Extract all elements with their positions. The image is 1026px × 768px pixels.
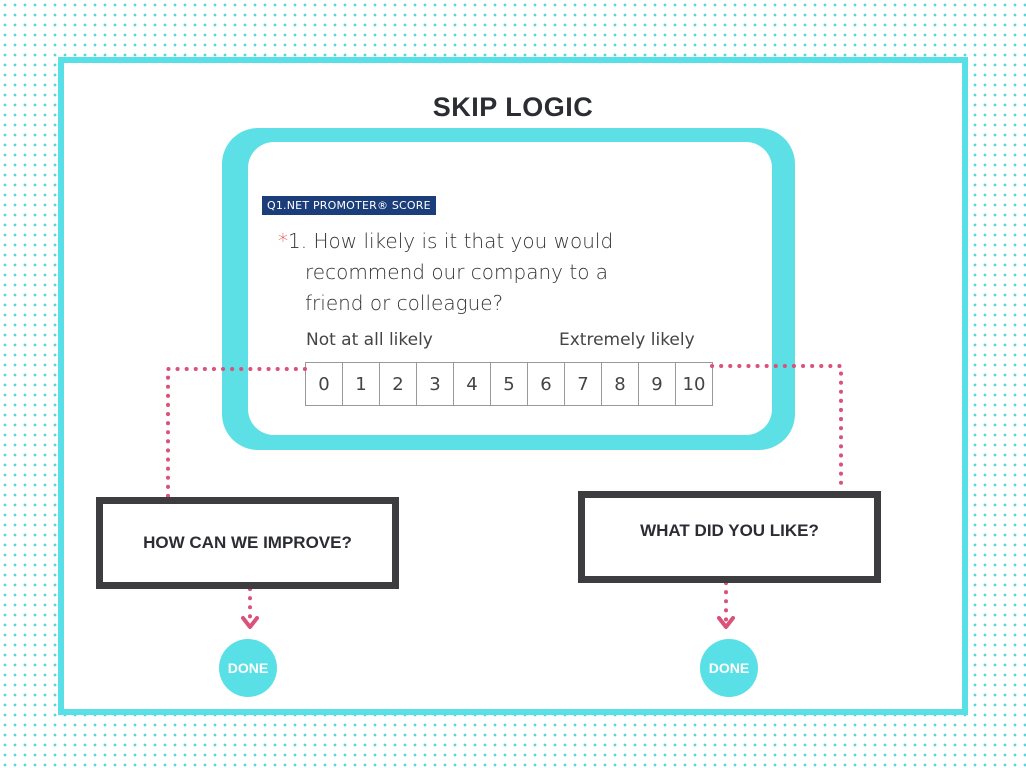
scale-option-7[interactable]: 7 [564, 362, 602, 406]
question-line-3: friend or colleague? [305, 291, 504, 315]
question-number: 1. [288, 229, 308, 253]
question-badge: Q1.NET PROMOTER® SCORE [262, 196, 436, 215]
scale-high-label: Extremely likely [559, 330, 695, 350]
liked-branch-box: WHAT DID YOU LIKE? [578, 491, 881, 583]
scale-option-9[interactable]: 9 [638, 362, 676, 406]
done-node-right: DONE [700, 639, 758, 697]
scale-option-3[interactable]: 3 [416, 362, 454, 406]
diagram-title: SKIP LOGIC [432, 92, 594, 122]
scale-option-5[interactable]: 5 [490, 362, 528, 406]
scale-low-label: Not at all likely [306, 330, 433, 350]
required-marker: * [278, 229, 288, 253]
question-line-2: recommend our company to a [305, 260, 609, 284]
scale-option-6[interactable]: 6 [527, 362, 565, 406]
improve-branch-box: HOW CAN WE IMPROVE? [96, 497, 399, 589]
scale-option-8[interactable]: 8 [601, 362, 639, 406]
scale-option-2[interactable]: 2 [379, 362, 417, 406]
liked-branch-label: WHAT DID YOU LIKE? [640, 521, 819, 540]
question-line-1: How likely is it that you would [313, 229, 614, 253]
question-text: *1. How likely is it that you would reco… [278, 226, 698, 319]
scale-option-0[interactable]: 0 [305, 362, 343, 406]
scale-option-1[interactable]: 1 [342, 362, 380, 406]
scale-option-4[interactable]: 4 [453, 362, 491, 406]
scale-option-10[interactable]: 10 [675, 362, 713, 406]
improve-branch-label: HOW CAN WE IMPROVE? [143, 533, 352, 552]
done-node-left: DONE [219, 639, 277, 697]
nps-scale: 0 1 2 3 4 5 6 7 8 9 10 [305, 362, 713, 406]
